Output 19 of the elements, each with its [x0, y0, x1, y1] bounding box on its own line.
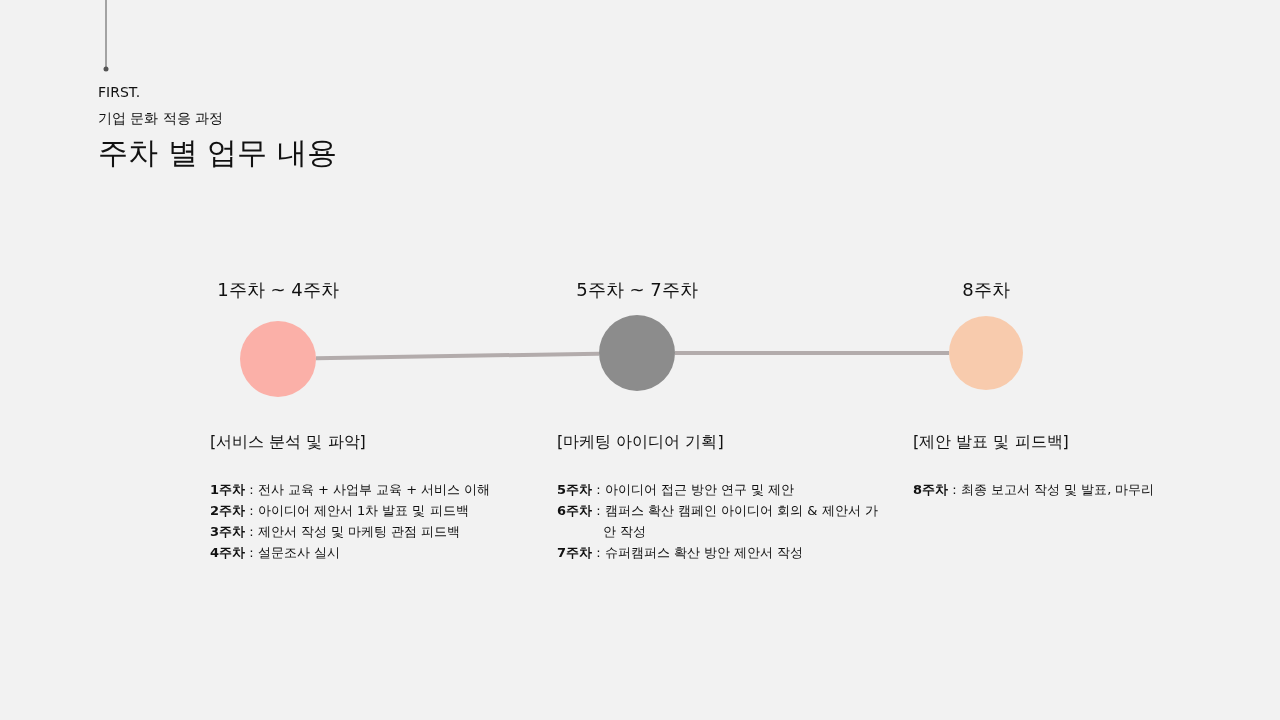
period-heading: 5주차 ~ 7주차	[575, 278, 699, 302]
section-heading: [마케팅 아이디어 기획]	[557, 432, 724, 453]
task-text: 8주차 : 최종 보고서 작성 및 발표, 마무리	[913, 481, 1156, 499]
section-heading: [제안 발표 및 피드백]	[913, 432, 1069, 453]
task-text: 7주차 : 슈퍼캠퍼스 확산 방안 제안서 작성	[557, 544, 805, 562]
connector-line	[675, 351, 949, 355]
task-text: 6주차 : 캠퍼스 확산 캠페인 아이디어 회의 & 제안서 가안 작성	[557, 502, 879, 541]
page-title: 주차 별 업무 내용	[98, 134, 337, 172]
task-text: 4주차 : 설문조사 실시	[210, 544, 341, 562]
period-heading: 1주차 ~ 4주차	[216, 278, 340, 302]
task-text: 5주차 : 아이디어 접근 방안 연구 및 제안	[557, 481, 796, 499]
connector-line	[315, 351, 600, 361]
section-heading: [서비스 분석 및 파악]	[210, 432, 366, 453]
subtitle-text: FIRST.	[98, 84, 141, 100]
period-heading: 8주차	[961, 278, 1011, 302]
task-text: 1주차 : 전사 교육 + 사업부 교육 + 서비스 이해	[210, 481, 492, 499]
task-text: 2주차 : 아이디어 제안서 1차 발표 및 피드백	[210, 502, 470, 520]
task-text: 3주차 : 제안서 작성 및 마케팅 관점 피드백	[210, 523, 462, 541]
subtitle-text: 기업 문화 적응 과정	[98, 110, 224, 128]
